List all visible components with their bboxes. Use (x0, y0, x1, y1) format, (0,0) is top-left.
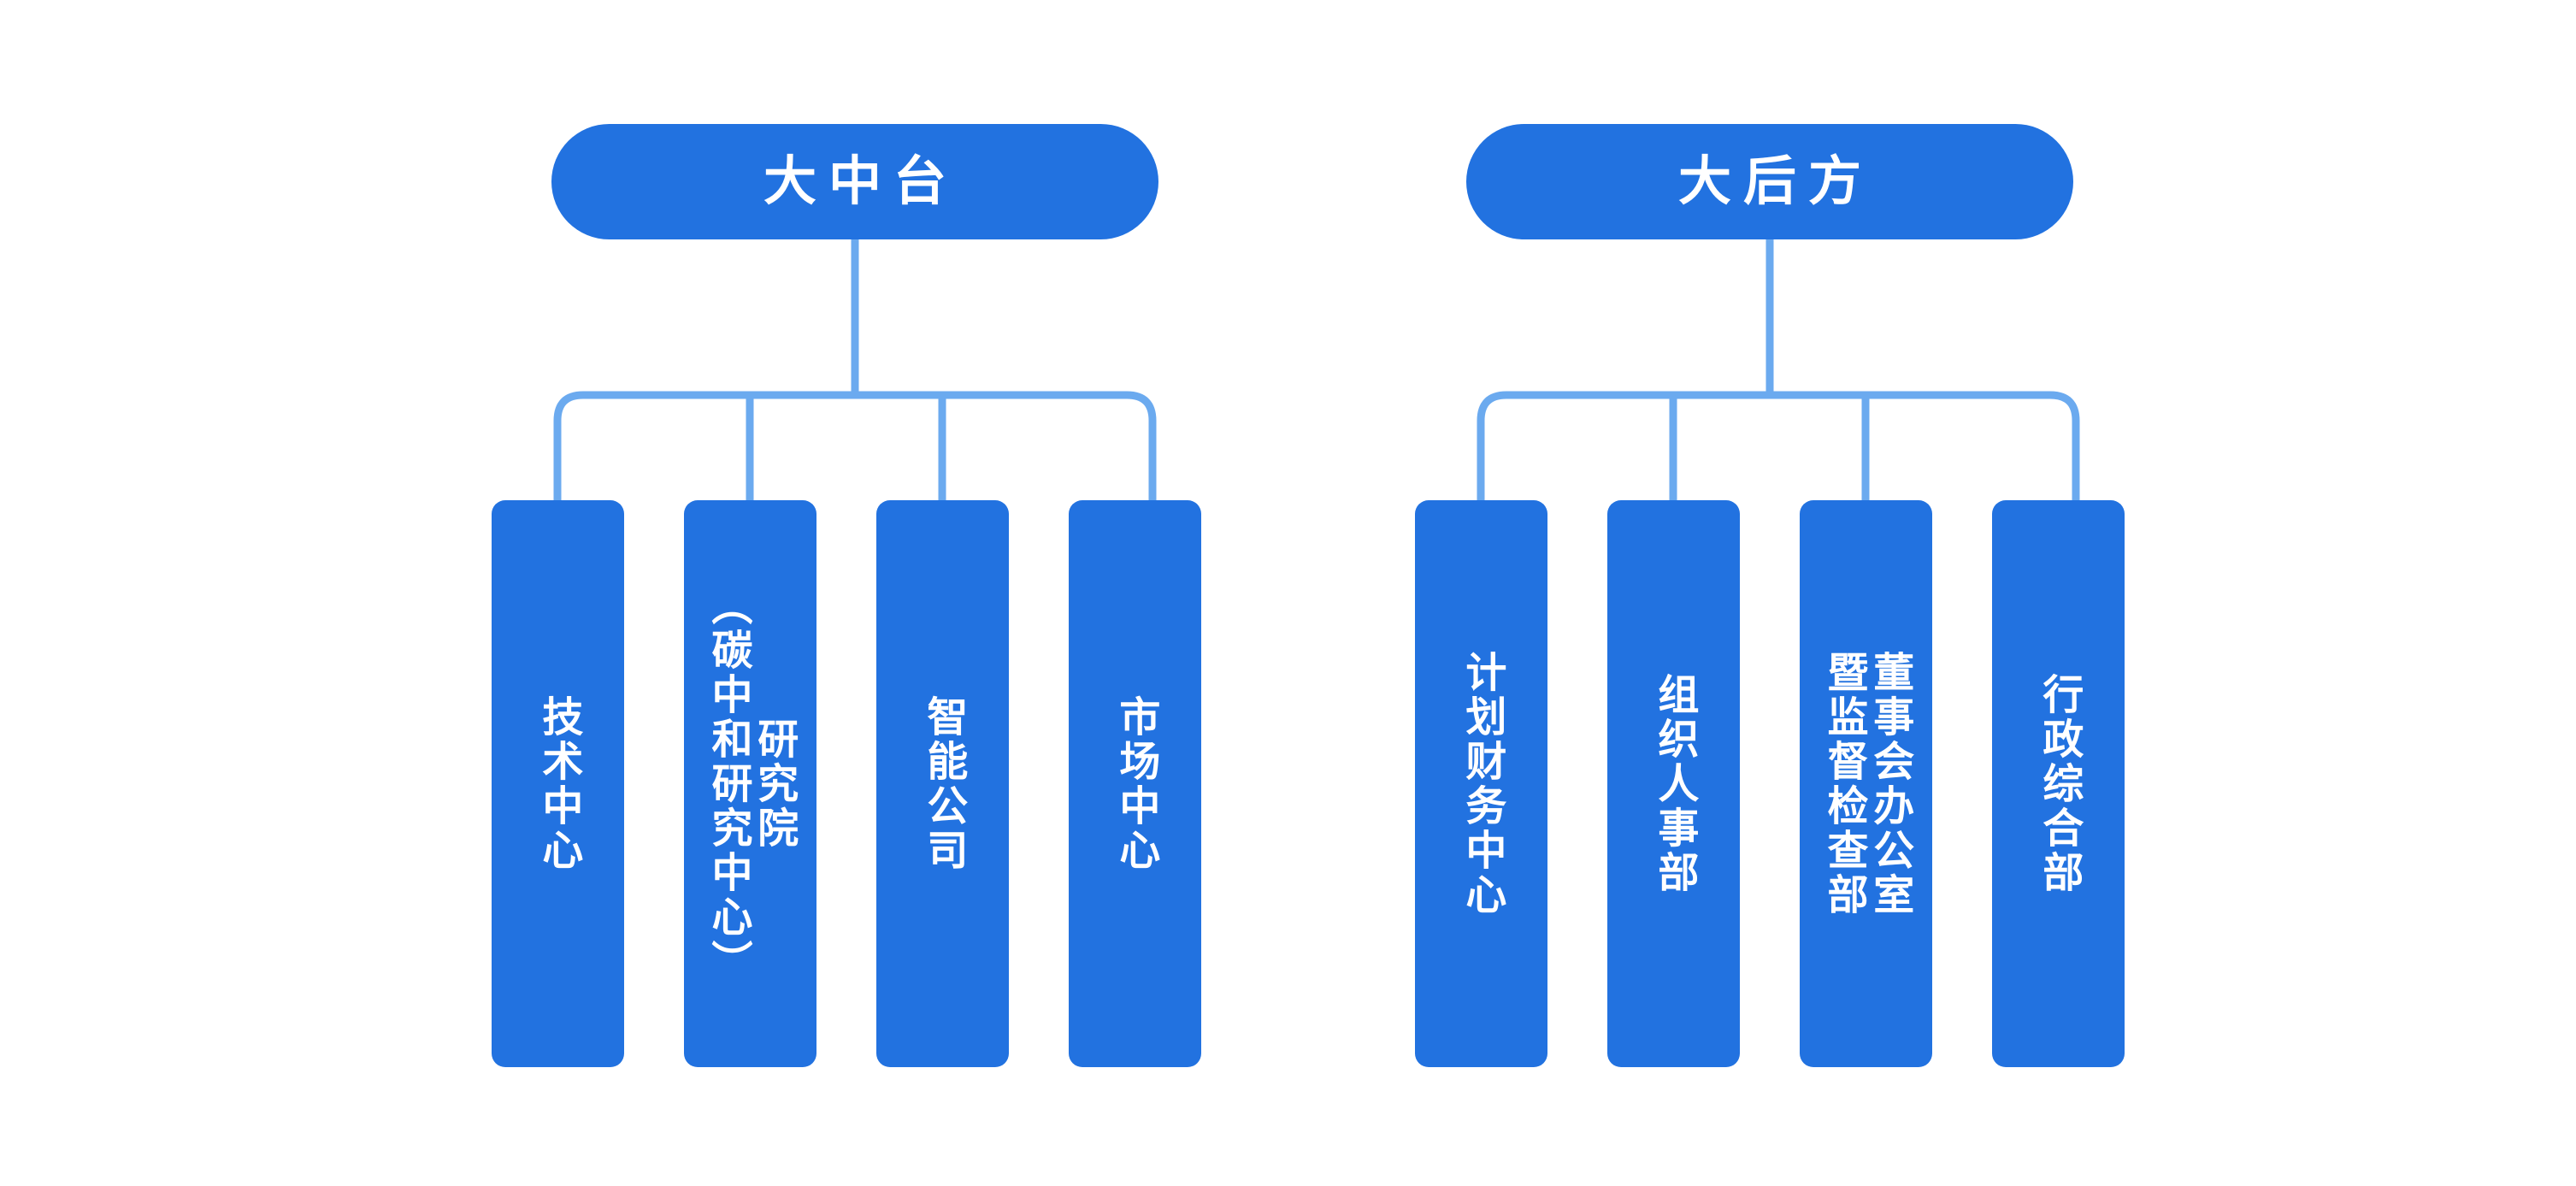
node-market-center[interactable]: 市场中心 (1069, 500, 1201, 1067)
node-board-office[interactable]: 暨监督检查部 董事会办公室 (1800, 500, 1932, 1067)
node-label-smart-company: 智能公司 (920, 694, 966, 873)
node-label-tech-center: 技术中心 (535, 694, 581, 873)
node-label-market-center: 市场中心 (1112, 694, 1158, 873)
node-research-institute[interactable]: （碳中和研究中心） 研究院 (684, 500, 816, 1067)
node-hr-department[interactable]: 组织人事部 (1607, 500, 1740, 1067)
group-root-label-zhongtai: 大中台 (763, 151, 958, 211)
group-root-houfang[interactable]: 大后方 (1466, 124, 2073, 239)
group-root-zhongtai[interactable]: 大中台 (551, 124, 1158, 239)
node-smart-company[interactable]: 智能公司 (876, 500, 1009, 1067)
node-label-research-institute-col2: （碳中和研究中心） (704, 583, 751, 984)
bus-line-left (553, 391, 1157, 500)
node-label-admin-department: 行政综合部 (2036, 672, 2082, 895)
node-admin-department[interactable]: 行政综合部 (1992, 500, 2125, 1067)
node-finance-center[interactable]: 计划财务中心 (1415, 500, 1547, 1067)
node-label-board-office-col1: 董事会办公室 (1866, 650, 1913, 918)
node-label-research-institute-col1: 研究院 (751, 717, 797, 851)
node-tech-center[interactable]: 技术中心 (492, 500, 624, 1067)
node-label-hr-department: 组织人事部 (1651, 672, 1697, 895)
node-label-finance-center: 计划财务中心 (1459, 650, 1505, 918)
node-label-board-office-col2: 暨监督检查部 (1820, 650, 1866, 918)
bus-line-right (1477, 391, 2080, 500)
group-root-label-houfang: 大后方 (1677, 151, 1873, 211)
